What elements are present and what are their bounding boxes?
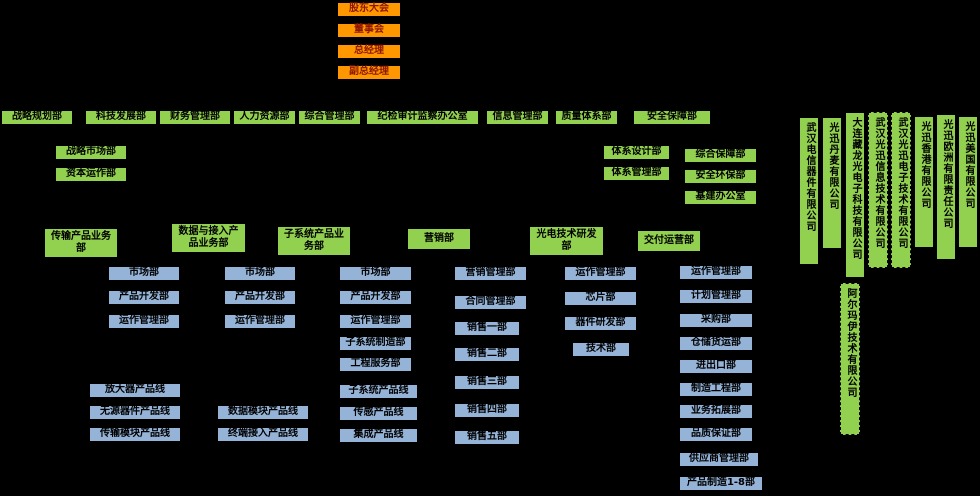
- unit-header-marketing: 营销部: [407, 228, 471, 250]
- subsidiary-company: 武汉光迅信息技术有限公司: [868, 112, 888, 268]
- node-security-sub: 综合保障部: [684, 148, 757, 163]
- node-function-dept: 质量体系部: [555, 110, 618, 125]
- unit-dept: 市场部: [339, 266, 412, 281]
- node-function-dept: 纪检审计监察办公室: [366, 110, 479, 125]
- unit-dept: 仓储货运部: [679, 336, 753, 351]
- unit-header-optoelectronic-rd: 光电技术研发部: [529, 226, 604, 256]
- unit-dept: 运作管理部: [339, 314, 412, 329]
- node-function-dept: 财务管理部: [159, 110, 231, 125]
- subsidiary-company: 光迅丹麦有限公司: [822, 117, 842, 249]
- node-deputy-general-manager: 副总经理: [337, 65, 401, 80]
- product-line: 子系统产品线: [339, 384, 418, 399]
- unit-dept: 销售二部: [454, 347, 520, 362]
- unit-dept: 运作管理部: [224, 314, 296, 329]
- unit-header-data-access: 数据与接入产品业务部: [171, 223, 246, 253]
- node-function-dept: 人力资源部: [233, 110, 296, 125]
- node-function-dept: 综合管理部: [298, 110, 361, 125]
- node-function-dept: 信息管理部: [486, 110, 549, 125]
- subsidiary-company: 光迅美国有限公司: [958, 116, 978, 248]
- unit-dept: 产品开发部: [108, 290, 180, 305]
- unit-dept: 采购部: [679, 313, 753, 328]
- unit-dept: 品质保证部: [679, 427, 753, 442]
- unit-dept: 运作管理部: [679, 265, 753, 280]
- product-line: 终端接入产品线: [217, 427, 309, 442]
- unit-dept: 销售五部: [454, 430, 520, 445]
- affiliate-company: 阿尔玛伊技术有限公司: [840, 283, 860, 435]
- node-function-dept: 战略规划部: [1, 110, 73, 125]
- unit-dept: 销售四部: [454, 403, 520, 418]
- node-general-manager: 总经理: [337, 44, 401, 59]
- node-strategy-sub: 战略市场部: [55, 145, 127, 160]
- subsidiary-company: 光迅欧洲有限责任公司: [936, 114, 956, 260]
- unit-dept: 工程服务部: [339, 357, 412, 372]
- unit-dept: 产品制造1-8部: [679, 476, 763, 491]
- product-line: 放大器产品线: [89, 383, 181, 398]
- unit-dept: 运作管理部: [564, 266, 637, 281]
- unit-dept: 业务拓展部: [679, 404, 753, 419]
- subsidiary-company: 武汉电信器件有限公司: [799, 117, 819, 265]
- product-line: 无源器件产品线: [89, 405, 181, 420]
- unit-dept: 技术部: [572, 342, 630, 357]
- node-strategy-sub: 资本运作部: [55, 167, 127, 182]
- unit-dept: 市场部: [108, 266, 180, 281]
- unit-dept: 合同管理部: [454, 295, 527, 310]
- unit-dept: 制造工程部: [679, 382, 753, 397]
- unit-header-transmission: 传输产品业务部: [44, 228, 118, 258]
- unit-dept: 运作管理部: [108, 314, 180, 329]
- unit-header-subsystem: 子系统产品业务部: [277, 226, 351, 256]
- unit-dept: 供应商管理部: [679, 452, 759, 467]
- node-quality-sub: 体系管理部: [603, 166, 670, 181]
- subsidiary-company: 大连藏龙光电子科技有限公司: [845, 112, 865, 278]
- unit-dept: 产品开发部: [339, 290, 412, 305]
- node-quality-sub: 体系设计部: [603, 145, 670, 160]
- node-security-sub: 基建办公室: [684, 190, 757, 205]
- product-line: 传感产品线: [339, 406, 418, 421]
- subsidiary-company: 武汉光迅电子技术有限公司: [891, 112, 911, 268]
- unit-dept: 芯片部: [564, 291, 637, 306]
- unit-dept: 计划管理部: [679, 289, 753, 304]
- node-security-sub: 安全环保部: [684, 169, 757, 184]
- unit-dept: 进出口部: [679, 359, 753, 374]
- product-line: 数据模块产品线: [217, 405, 309, 420]
- unit-dept: 销售三部: [454, 375, 520, 390]
- unit-dept: 营销管理部: [454, 266, 527, 281]
- unit-dept: 产品开发部: [224, 290, 296, 305]
- unit-dept: 销售一部: [454, 321, 520, 336]
- node-shareholders-meeting: 股东大会: [337, 2, 401, 17]
- node-function-dept: 安全保障部: [633, 110, 711, 125]
- node-board-of-directors: 董事会: [337, 23, 401, 38]
- unit-dept: 子系统制造部: [339, 336, 412, 351]
- unit-dept: 市场部: [224, 266, 296, 281]
- unit-dept: 器件研发部: [564, 316, 637, 331]
- unit-header-delivery-operations: 交付运营部: [637, 230, 701, 252]
- product-line: 传输模块产品线: [89, 427, 181, 442]
- subsidiary-company: 光迅香港有限公司: [914, 116, 934, 248]
- node-function-dept: 科技发展部: [85, 110, 157, 125]
- product-line: 集成产品线: [339, 428, 418, 443]
